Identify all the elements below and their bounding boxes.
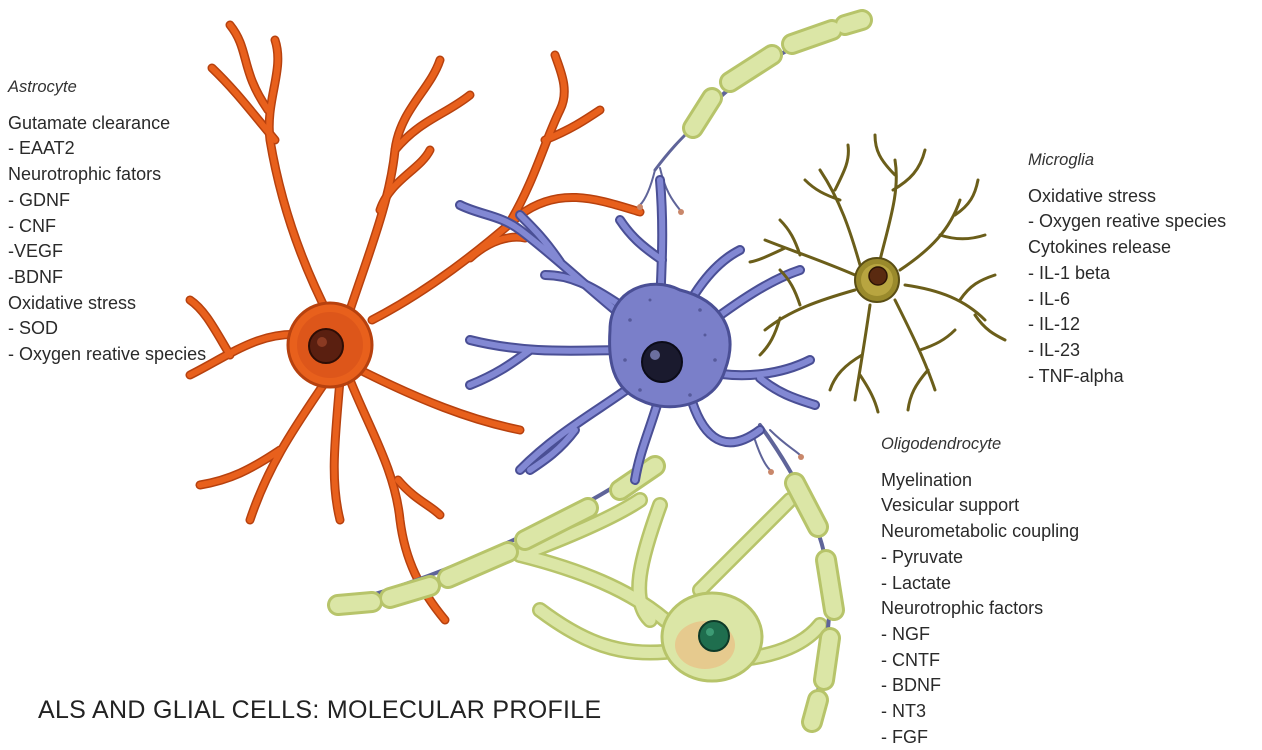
- oligodendrocyte-line: - BDNF: [881, 673, 1079, 699]
- microglia-line: - IL-12: [1028, 312, 1226, 338]
- astrocyte-line: - SOD: [8, 316, 206, 342]
- neuron-cell: [460, 180, 815, 480]
- microglia-label: Microglia: [1028, 148, 1226, 174]
- astrocyte-line: - CNF: [8, 214, 206, 240]
- oligodendrocyte-line: - Lactate: [881, 571, 1079, 597]
- oligodendrocyte-line: Vesicular support: [881, 493, 1079, 519]
- microglia-line: - IL-1 beta: [1028, 261, 1226, 287]
- astrocyte-line: Oxidative stress: [8, 291, 206, 317]
- microglia-line: - TNF-alpha: [1028, 364, 1226, 390]
- oligodendrocyte-line: - NT3: [881, 699, 1079, 725]
- microglia-line: - Oxygen reative species: [1028, 209, 1226, 235]
- astrocyte-line: -BDNF: [8, 265, 206, 291]
- astrocyte-line: -VEGF: [8, 239, 206, 265]
- microglia-line: - IL-6: [1028, 287, 1226, 313]
- oligodendrocyte-line: - NGF: [881, 622, 1079, 648]
- astrocyte-line: Gutamate clearance: [8, 111, 206, 137]
- oligodendrocyte-line: Neurometabolic coupling: [881, 519, 1079, 545]
- astrocyte-line: Neurotrophic fators: [8, 162, 206, 188]
- microglia-line: - IL-23: [1028, 338, 1226, 364]
- astrocyte-line: - Oxygen reative species: [8, 342, 206, 368]
- oligodendrocyte-line: - FGF: [881, 725, 1079, 750]
- astrocyte-label: Astrocyte: [8, 75, 206, 101]
- astrocyte-line: - EAAT2: [8, 136, 206, 162]
- oligodendrocyte-line: - CNTF: [881, 648, 1079, 674]
- oligodendrocyte-line: - Pyruvate: [881, 545, 1079, 571]
- oligodendrocyte-line: Myelination: [881, 468, 1079, 494]
- astrocyte-info: Astrocyte Gutamate clearance - EAAT2 Neu…: [8, 75, 206, 368]
- microglia-line: Cytokines release: [1028, 235, 1226, 261]
- oligodendrocyte-info: Oligodendrocyte Myelination Vesicular su…: [881, 432, 1079, 750]
- astrocyte-line: - GDNF: [8, 188, 206, 214]
- oligodendrocyte-label: Oligodendrocyte: [881, 432, 1079, 458]
- figure-title: ALS AND GLIAL CELLS: MOLECULAR PROFILE: [38, 696, 601, 725]
- microglia-line: Oxidative stress: [1028, 184, 1226, 210]
- microglia-info: Microglia Oxidative stress - Oxygen reat…: [1028, 148, 1226, 389]
- oligodendrocyte-line: Neurotrophic factors: [881, 596, 1079, 622]
